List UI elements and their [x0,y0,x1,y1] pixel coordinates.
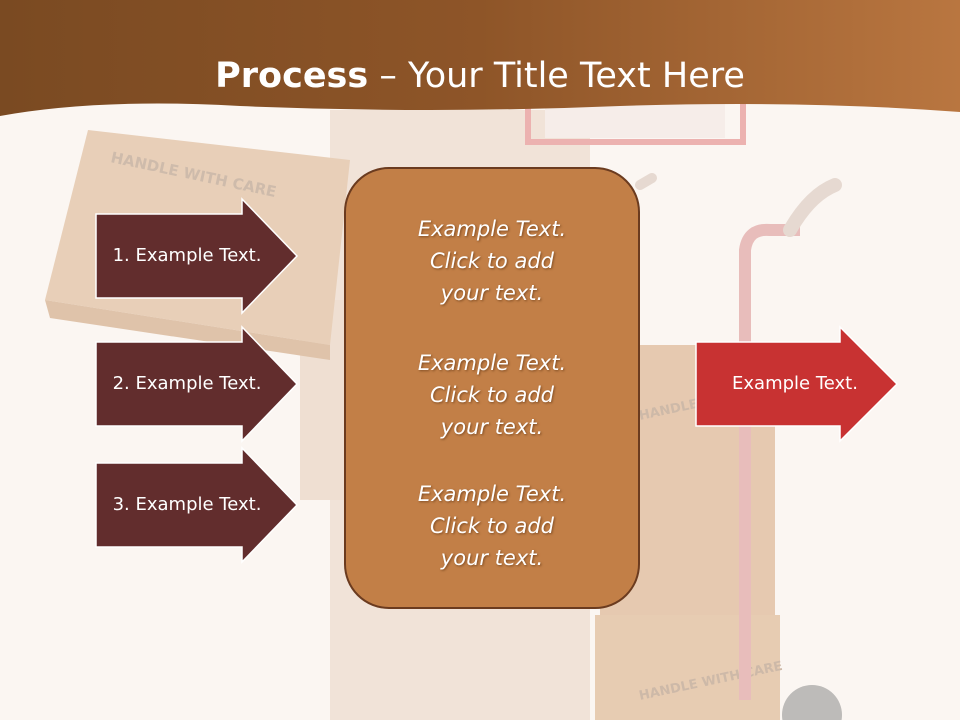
center-text-line: your text. [440,546,544,570]
header-band [0,0,960,116]
left-arrow-3 [95,446,299,564]
center-text-block-2[interactable]: Example Text. Click to add your text. [346,347,638,443]
center-text-line: Click to add [429,249,554,273]
slide-title[interactable]: Process – Your Title Text Here [0,54,960,98]
center-box [344,167,640,609]
center-text-line: Click to add [429,383,554,407]
title-dash: – [368,56,408,96]
title-bold: Process [215,56,369,96]
right-arrow-label[interactable]: Example Text. [732,373,858,394]
left-arrow-shapes [95,197,299,564]
left-arrow-1 [95,197,299,315]
left-arrow-3-label[interactable]: 3. Example Text. [112,494,262,515]
left-arrow-1-label[interactable]: 1. Example Text. [112,245,262,266]
center-text-block-1[interactable]: Example Text. Click to add your text. [346,213,638,309]
left-arrow-2-label[interactable]: 2. Example Text. [112,373,262,394]
right-arrow [695,325,899,443]
center-text-line: Click to add [429,514,554,538]
center-text-line: Example Text. [417,351,567,375]
center-text-line: your text. [440,281,544,305]
left-arrow-2 [95,325,299,443]
title-rest: Your Title Text Here [407,56,745,96]
center-text-line: Example Text. [417,217,567,241]
center-text-block-3[interactable]: Example Text. Click to add your text. [346,478,638,574]
center-text-line: your text. [440,415,544,439]
center-text-line: Example Text. [417,482,567,506]
